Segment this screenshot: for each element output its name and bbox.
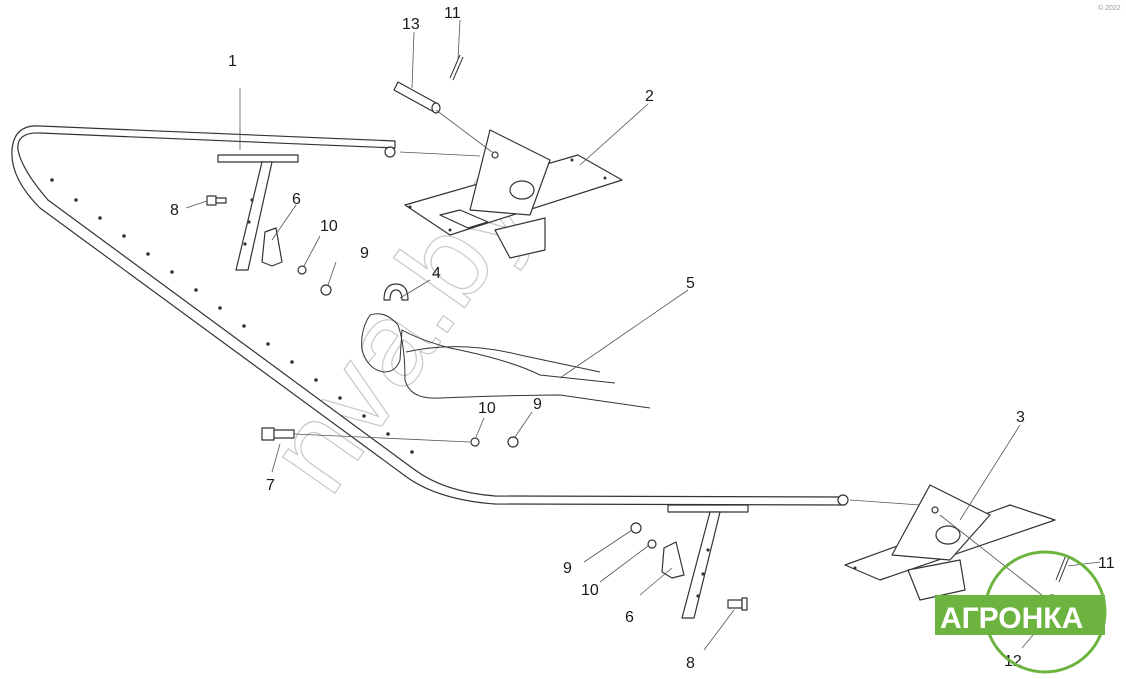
- bolt-short-lower: [727, 597, 748, 611]
- leader-lines: [185, 19, 1101, 651]
- pin: [393, 81, 441, 114]
- bolt-long: [261, 427, 295, 441]
- hitch-plate-lower: [844, 484, 1056, 601]
- hitch-plate-upper: [404, 129, 623, 259]
- callout-9-middle: 9: [533, 396, 542, 413]
- brand-logo-ring: [983, 550, 1107, 674]
- callout-13: 13: [402, 16, 420, 33]
- brand-logo: АГРОНКА: [935, 550, 1107, 674]
- callout-9-lower: 9: [563, 560, 572, 577]
- callout-5: 5: [686, 275, 695, 292]
- spring-wire: [361, 313, 651, 409]
- cotter-pin-lower: [1055, 554, 1070, 583]
- callout-6-upper: 6: [292, 191, 301, 208]
- nuts-washers: [297, 265, 657, 549]
- callout-4: 4: [432, 265, 441, 282]
- angle-bracket-upper: [261, 227, 283, 267]
- callout-8-upper: 8: [170, 202, 179, 219]
- angle-bracket-lower: [661, 541, 685, 579]
- clamp: [383, 283, 409, 301]
- callout-10-upper: 10: [320, 218, 338, 235]
- corner-mark: © 2022: [1098, 4, 1121, 12]
- frame-tube: [11, 125, 849, 619]
- brand-logo-text: АГРОНКА: [940, 602, 1083, 635]
- callout-6-lower: 6: [625, 609, 634, 626]
- brand-logo-band: [935, 595, 1105, 635]
- callout-11-upper: 11: [444, 5, 461, 22]
- callout-9-upper: 9: [360, 245, 369, 262]
- bolt-short-upper: [206, 195, 227, 206]
- callout-8-lower: 8: [686, 655, 695, 672]
- callout-2: 2: [645, 88, 654, 105]
- callout-1: 1: [228, 53, 237, 70]
- callout-11-lower: 11: [1098, 555, 1115, 572]
- callout-7: 7: [266, 477, 275, 494]
- frame-holes: [50, 178, 414, 454]
- callout-3: 3: [1016, 409, 1025, 426]
- callout-10-middle: 10: [478, 400, 496, 417]
- callout-10-lower: 10: [581, 582, 599, 599]
- callouts: 1 2 3 4 5 6 6 7 8 8 9 9 9 10 10 10 11 11…: [170, 5, 1115, 672]
- cotter-pin-upper: [449, 54, 464, 81]
